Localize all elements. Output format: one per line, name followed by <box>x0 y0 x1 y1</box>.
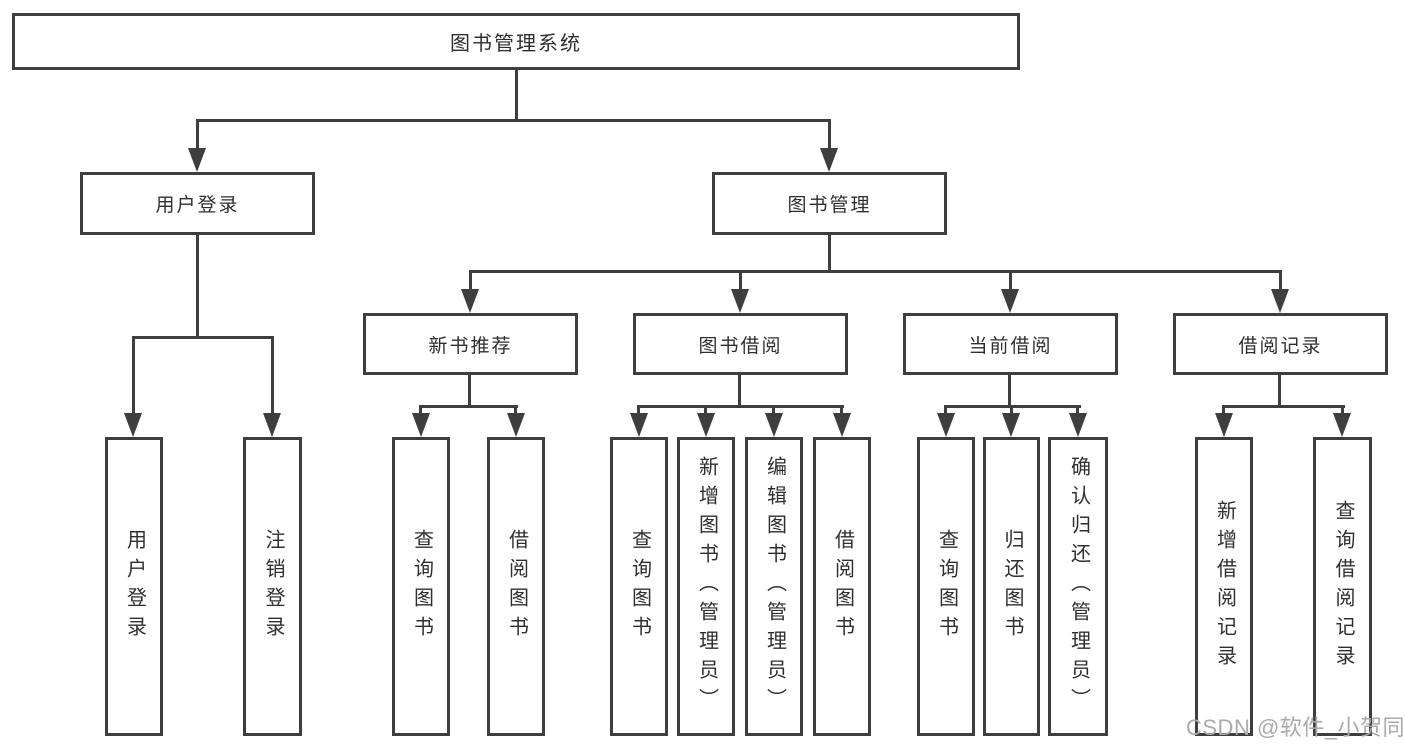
arrowhead-icon <box>1271 289 1289 313</box>
leaf-user-login: 用户登录 <box>105 437 163 736</box>
leaf-bb-borrow-books: 借阅图书 <box>813 437 871 736</box>
connector <box>1278 375 1281 408</box>
connector <box>1008 375 1011 408</box>
arrowhead-icon <box>937 413 955 437</box>
node-label: 注销登录 <box>262 528 284 645</box>
node-library-management-system: 图书管理系统 <box>12 13 1020 70</box>
node-label: 用户登录 <box>123 528 146 645</box>
csdn-watermark: CSDN @软件_小贺同学 <box>1186 715 1405 740</box>
connector <box>469 270 472 292</box>
arrowhead-icon <box>412 413 430 437</box>
arrowhead-icon <box>630 413 648 437</box>
connector <box>1010 405 1013 417</box>
node-label: 查询图书 <box>628 528 651 645</box>
connector <box>828 235 831 273</box>
arrowhead-icon <box>697 413 715 437</box>
arrowhead-icon <box>461 289 479 313</box>
arrowhead-icon <box>1333 413 1351 437</box>
leaf-cb-return-books: 归还图书 <box>983 437 1040 736</box>
connector <box>637 405 640 417</box>
connector <box>1279 270 1282 292</box>
connector <box>840 405 843 417</box>
connector <box>772 405 775 417</box>
leaf-nbr-query-books: 查询图书 <box>392 437 450 736</box>
node-user-login: 用户登录 <box>80 172 315 235</box>
arrowhead-icon <box>507 413 525 437</box>
connector <box>515 70 518 122</box>
node-label: 新书推荐 <box>428 335 513 357</box>
connector <box>1076 405 1079 417</box>
node-label: 编辑图书（管理员） <box>763 456 786 717</box>
node-label: 图书管理 <box>787 195 872 216</box>
connector <box>271 336 274 416</box>
node-label: 查询借阅记录 <box>1332 499 1354 674</box>
node-borrow-records: 借阅记录 <box>1173 313 1388 375</box>
node-new-book-recommend: 新书推荐 <box>363 313 578 375</box>
arrowhead-icon <box>833 413 851 437</box>
connector <box>637 405 844 408</box>
node-current-borrow: 当前借阅 <box>903 313 1118 375</box>
leaf-bb-edit-books-admin: 编辑图书（管理员） <box>745 437 803 736</box>
connector <box>196 119 199 152</box>
arrowhead-icon <box>188 148 206 172</box>
node-book-management: 图书管理 <box>712 172 947 235</box>
leaf-nbr-borrow-books: 借阅图书 <box>487 437 545 736</box>
node-label: 确认归还（管理员） <box>1067 456 1090 717</box>
connector <box>704 405 707 417</box>
connector <box>944 405 947 417</box>
connector <box>132 336 135 416</box>
node-label: 图书管理系统 <box>450 33 582 55</box>
node-label: 新增借阅记录 <box>1213 499 1236 674</box>
arrowhead-icon <box>1069 413 1087 437</box>
arrowhead-icon <box>731 289 749 313</box>
leaf-cb-confirm-return-admin: 确认归还（管理员） <box>1048 437 1108 736</box>
node-label: 用户登录 <box>155 195 240 216</box>
connector <box>828 119 831 152</box>
connector <box>739 270 742 292</box>
arrowhead-icon <box>765 413 783 437</box>
node-label: 查询图书 <box>935 528 958 645</box>
arrowhead-icon <box>1001 289 1019 313</box>
connector <box>514 405 517 417</box>
connector <box>132 336 274 339</box>
connector <box>1222 405 1225 417</box>
leaf-br-query-borrow-record: 查询借阅记录 <box>1313 437 1372 736</box>
leaf-cb-query-books: 查询图书 <box>917 437 975 736</box>
node-label: 当前借阅 <box>968 335 1053 357</box>
connector <box>196 235 199 339</box>
node-label: 借阅记录 <box>1238 335 1323 357</box>
node-book-borrow: 图书借阅 <box>633 313 848 375</box>
connector <box>738 375 741 408</box>
node-label: 查询图书 <box>410 528 433 645</box>
connector <box>419 405 422 417</box>
arrowhead-icon <box>124 413 142 437</box>
arrowhead-icon <box>263 413 281 437</box>
leaf-bb-query-books: 查询图书 <box>610 437 668 736</box>
leaf-bb-add-books-admin: 新增图书（管理员） <box>677 437 735 736</box>
leaf-br-add-borrow-record: 新增借阅记录 <box>1195 437 1253 736</box>
node-label: 借阅图书 <box>505 528 528 645</box>
arrowhead-icon <box>820 148 838 172</box>
connector <box>1009 270 1012 292</box>
arrowhead-icon <box>1215 413 1233 437</box>
node-label: 借阅图书 <box>831 528 854 645</box>
node-label: 新增图书（管理员） <box>695 456 718 717</box>
connector <box>469 270 1282 273</box>
connector <box>468 375 471 408</box>
connector <box>1341 405 1344 417</box>
connector <box>419 405 518 408</box>
leaf-logout: 注销登录 <box>243 437 302 736</box>
node-label: 图书借阅 <box>698 335 783 357</box>
node-label: 归还图书 <box>1001 528 1023 645</box>
connector <box>1222 405 1345 408</box>
arrowhead-icon <box>1002 413 1020 437</box>
connector <box>196 119 831 122</box>
